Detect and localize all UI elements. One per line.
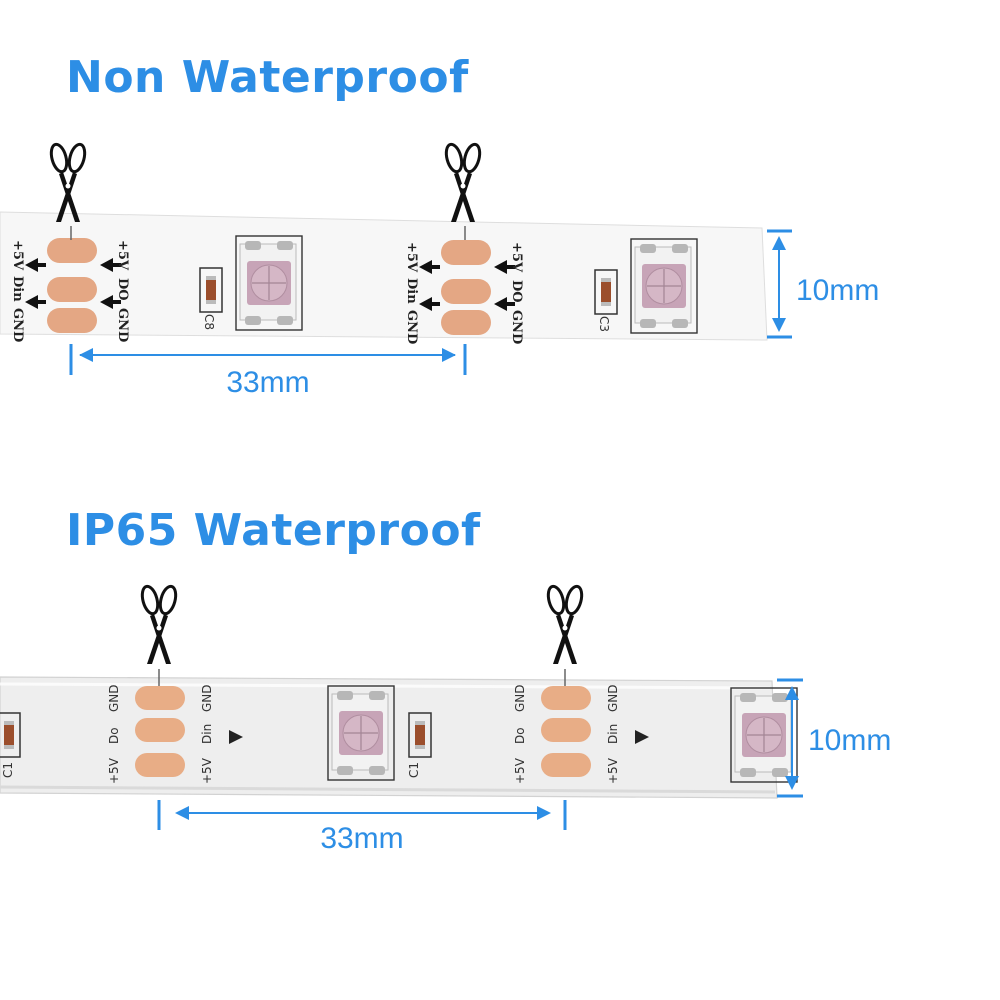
- pad-label-gnd: GND: [200, 684, 214, 712]
- rgb-led-chip-icon: [327, 685, 395, 781]
- width-dimension: 10mm: [767, 229, 879, 339]
- width-label: 10mm: [808, 724, 891, 757]
- pad-label-5v: +5V: [107, 757, 121, 784]
- pad-label-5v: +5V: [606, 757, 620, 784]
- cut-length-label: 33mm: [320, 822, 403, 855]
- non-waterproof-strip: [0, 211, 768, 341]
- pad-label-do: DO: [115, 278, 130, 301]
- scissors-icon: [138, 583, 180, 666]
- rgb-led-chip-icon: [730, 687, 798, 783]
- direction-arrow-icon: [229, 730, 243, 744]
- pad-label-gnd: GND: [107, 684, 121, 712]
- pad-label-5v: +5V: [115, 240, 130, 271]
- pad-label-do: DO: [509, 280, 524, 303]
- rgb-led-chip-icon: [235, 235, 303, 331]
- width-dimension: 10mm: [777, 678, 891, 798]
- pad-label-5v: +5V: [513, 757, 527, 784]
- pad-label-din: Din: [10, 276, 25, 302]
- direction-arrow-icon: [635, 730, 649, 744]
- section-title-ip65-waterproof: IP65 Waterproof: [66, 505, 481, 556]
- pad-label-gnd: GND: [606, 684, 620, 712]
- width-label: 10mm: [796, 274, 879, 307]
- pad-label-do: Do: [513, 727, 527, 744]
- pad-label-5v: +5V: [404, 242, 419, 273]
- scissors-icon: [47, 141, 89, 224]
- capacitor-label: C3: [597, 316, 611, 332]
- direction-arrow-icon: [419, 260, 515, 311]
- pad-group-2: +5V Din GND +5V DO GND: [404, 240, 524, 344]
- direction-arrow-icon: [25, 258, 121, 309]
- pad-label-din: Din: [404, 278, 419, 304]
- scissors-icon: [544, 583, 586, 666]
- pad-label-do: Do: [107, 727, 121, 744]
- pad-label-gnd: GND: [513, 684, 527, 712]
- capacitor-label: C1: [407, 762, 421, 778]
- scissors-icon: [442, 141, 484, 224]
- pad-label-gnd: GND: [404, 310, 419, 344]
- cut-length-dimension: 33mm: [69, 344, 467, 399]
- pad-group-3: +5V Do GND +5V Din GND: [107, 684, 243, 784]
- cut-length-dimension: 33mm: [157, 800, 567, 855]
- pad-label-5v: +5V: [10, 240, 25, 271]
- capacitor-label: C1: [1, 762, 15, 778]
- rgb-led-chip-icon: [630, 238, 698, 334]
- pad-label-gnd: GND: [115, 308, 130, 342]
- pad-label-gnd: GND: [10, 308, 25, 342]
- pad-label-gnd: GND: [509, 310, 524, 344]
- pad-group-1: +5V Din GND +5V DO GND: [10, 238, 130, 342]
- pad-label-din: Din: [606, 724, 620, 744]
- capacitor-label: C8: [202, 314, 216, 330]
- section-title-non-waterproof: Non Waterproof: [66, 52, 469, 103]
- pad-group-4: +5V Do GND +5V Din GND: [513, 684, 649, 784]
- pad-label-5v: +5V: [200, 757, 214, 784]
- cut-length-label: 33mm: [226, 366, 309, 399]
- pad-label-din: Din: [200, 724, 214, 744]
- pad-label-5v: +5V: [509, 242, 524, 273]
